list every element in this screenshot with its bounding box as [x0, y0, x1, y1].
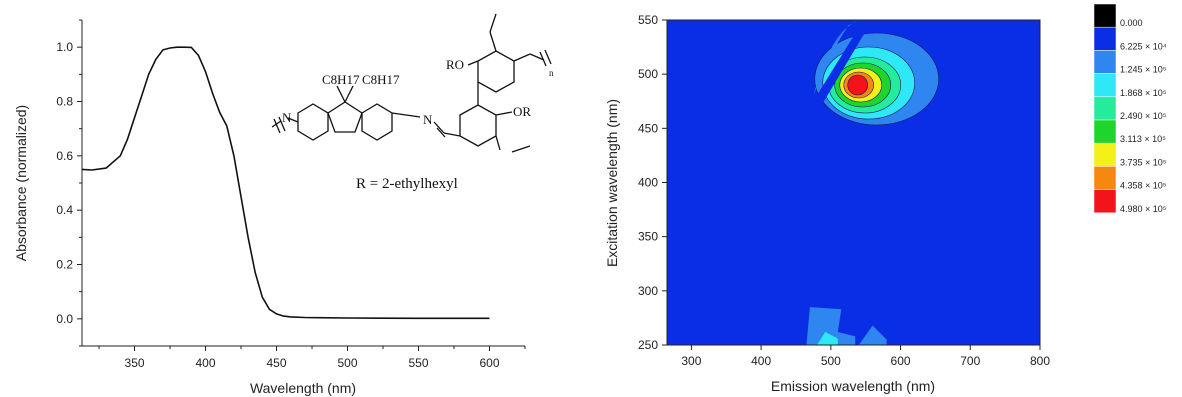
- absorbance-y-tick-label: 0.4: [56, 203, 73, 217]
- eem-y-label: Excitation wavelength (nm): [604, 99, 620, 267]
- colorbar-label: 1.245 × 10⁵: [1120, 65, 1167, 75]
- colorbar-label: 3.113 × 10⁵: [1120, 134, 1166, 144]
- eem-bottom-scatter-2: [858, 325, 887, 345]
- eem-x-tick-label: 400: [751, 354, 771, 368]
- eem-bottom-scatter: [806, 307, 856, 345]
- colorbar-swatch: [1093, 3, 1117, 28]
- polymer-structure: [271, 13, 552, 153]
- eem-contour-level: [847, 74, 869, 96]
- absorbance-x-tick-label: 600: [479, 356, 499, 370]
- absorbance-x-tick-label: 500: [338, 356, 358, 370]
- colorbar-label: 6.225 × 10⁴: [1120, 41, 1167, 51]
- colorbar-label: 4.980 × 10⁵: [1120, 204, 1167, 214]
- polymer-bond-right-1: [513, 53, 531, 62]
- colorbar-swatch: [1093, 50, 1117, 74]
- eem-x-tick-label: 600: [891, 354, 911, 368]
- eem-x-tick-label: 700: [960, 354, 980, 368]
- repeat-mark-right-2: [544, 49, 552, 65]
- eem-y-tick-label: 350: [638, 230, 658, 244]
- repeat-mark-left-1: [273, 118, 281, 134]
- eem-contours: [806, 20, 940, 345]
- or-bond: [495, 111, 513, 116]
- absorbance-x-tick-label: 400: [196, 356, 216, 370]
- methoxy-bond-top-2: [489, 13, 497, 33]
- aryl-link-lower: [443, 132, 461, 137]
- imine-bond-left: [287, 117, 299, 123]
- colorbar-label: 3.735 × 10⁵: [1120, 157, 1167, 167]
- absorbance-y-tick-label: 0.2: [56, 258, 73, 272]
- ro-bond: [467, 60, 479, 66]
- eem-y-tick-label: 250: [638, 338, 658, 352]
- fluorene-right-ring: [361, 103, 393, 141]
- absorbance-line: [81, 46, 490, 320]
- methoxy-bond-bottom-2: [511, 145, 531, 153]
- fluorene-five-ring: [327, 101, 363, 133]
- methoxy-bond-top-1: [489, 31, 497, 52]
- eem-y-tick-label: 400: [638, 176, 658, 190]
- label-or: OR: [513, 104, 531, 119]
- polymer-structure-labels: C8H17 C8H17 RO OR n N N R = 2-ethylhexyl: [282, 57, 554, 192]
- eem-y-tick-label: 500: [638, 67, 658, 81]
- absorbance-y-tick-label: 0.8: [56, 95, 73, 109]
- eem-scatter-streak: [809, 22, 870, 116]
- absorbance-ticks: 350 400 450 500 550 600 0.0 0.2 0.4 0.6 0.8 1.0: [56, 19, 526, 370]
- colorbar-swatch: [1093, 142, 1117, 167]
- fluorene-left-ring: [297, 103, 329, 141]
- repeat-mark-left-2: [278, 116, 286, 132]
- eem-colorbar: 0.000 6.225 × 10⁴ 1.245 × 10⁵ 1.868 × 10⁵ 2.…: [1093, 3, 1167, 214]
- colorbar-label: 0.000: [1120, 18, 1143, 28]
- alkyl-bond-left: [336, 85, 346, 103]
- colorbar-label: 4.358 × 10⁵: [1120, 181, 1167, 191]
- label-c8h17-left: C8H17: [322, 72, 360, 87]
- aryl-ring-upper: [477, 50, 515, 93]
- absorbance-x-label: Wavelength (nm): [250, 380, 356, 396]
- eem-ticks: 300 400 500 600 700 800 250 300 350 400 450 500 550: [638, 13, 1050, 368]
- absorbance-x-tick-label: 450: [267, 356, 287, 370]
- colorbar-swatch: [1093, 189, 1117, 214]
- eem-x-tick-label: 800: [1030, 354, 1050, 368]
- colorbar-label: 2.490 × 10⁵: [1120, 111, 1167, 121]
- label-n-left: N: [282, 110, 292, 125]
- imine-double-bond: [436, 127, 446, 138]
- aryl-ring-lower: [459, 104, 497, 147]
- colorbar-swatch: [1093, 96, 1117, 121]
- label-ro: RO: [446, 57, 464, 72]
- eem-y-tick-label: 300: [638, 284, 658, 298]
- absorbance-y-tick-label: 0.6: [56, 149, 73, 163]
- eem-y-tick-label: 550: [638, 13, 658, 27]
- polymer-bond-right-2: [529, 53, 545, 61]
- eem-bottom-scatter-core: [816, 332, 838, 345]
- colorbar-label: 1.868 × 10⁵: [1120, 88, 1167, 98]
- absorbance-y-tick-label: 1.0: [56, 40, 73, 54]
- label-n-right: N: [423, 112, 433, 127]
- absorbance-y-label: Absorbance (normalized): [13, 105, 29, 261]
- colorbar-swatch: [1093, 166, 1117, 190]
- colorbar-swatch: [1093, 73, 1117, 98]
- absorbance-y-tick-label: 0.0: [56, 312, 73, 326]
- absorbance-x-tick-label: 350: [125, 356, 145, 370]
- colorbar-swatch: [1093, 119, 1117, 144]
- methoxy-bond-bottom-1: [495, 135, 501, 151]
- imine-bond-right-2: [433, 121, 445, 134]
- repeat-mark-right-1: [539, 51, 547, 67]
- colorbar-swatch: [1093, 26, 1117, 51]
- imine-bond-right-1: [391, 112, 421, 118]
- eem-x-label: Emission wavelength (nm): [771, 378, 935, 394]
- eem-y-tick-label: 450: [638, 121, 658, 135]
- absorbance-chart: 350 400 450 500 550 600 0.0 0.2 0.4 0.6 0.8 1.0 Wav…: [13, 13, 554, 396]
- structure-caption: R = 2-ethylhexyl: [356, 176, 458, 192]
- eem-x-tick-label: 500: [821, 354, 841, 368]
- eem-x-tick-label: 300: [681, 354, 701, 368]
- label-c8h17-right: C8H17: [362, 72, 400, 87]
- label-n-repeat: n: [549, 68, 554, 78]
- absorbance-x-tick-label: 550: [408, 356, 428, 370]
- alkyl-bond-right: [344, 85, 354, 103]
